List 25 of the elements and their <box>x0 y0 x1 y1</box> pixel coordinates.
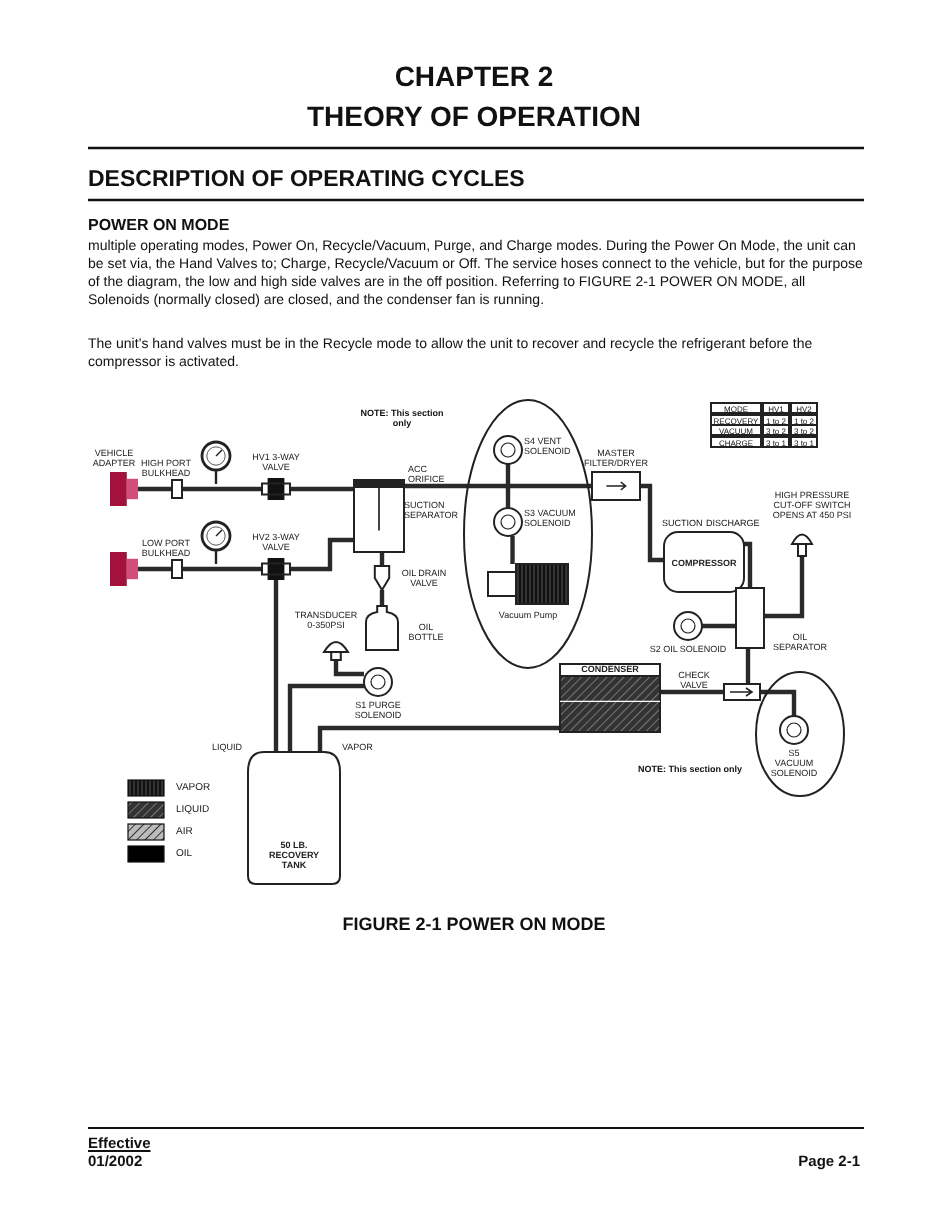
pipe-line <box>273 580 279 752</box>
chapter-heading: CHAPTER 2 <box>392 60 556 92</box>
pipe-line <box>182 486 262 492</box>
pipe-line <box>702 623 736 629</box>
chapter-heading: THEORY OF OPERATION <box>305 100 643 132</box>
pipe-line <box>404 483 592 489</box>
pipe-line <box>290 537 354 572</box>
pipe-line <box>760 689 797 716</box>
section-heading: DESCRIPTION OF OPERATING CYCLES <box>88 168 527 194</box>
pipe-line <box>287 683 364 752</box>
pipe-line <box>640 483 664 563</box>
pipe-line <box>182 566 262 572</box>
pipe-line <box>138 486 172 492</box>
pipe-line <box>745 648 751 684</box>
pipe-line <box>333 660 364 677</box>
pipe-line <box>510 536 515 564</box>
pipe-line <box>290 486 354 492</box>
pipe-line <box>660 689 724 695</box>
figure-caption: FIGURE 2-1 POWER ON MODE <box>340 914 608 934</box>
pipe-line <box>317 725 560 752</box>
subsection-heading: POWER ON MODE <box>88 216 232 234</box>
pipe-line <box>138 566 172 572</box>
pipe-line <box>505 464 511 508</box>
pipe-line <box>764 556 805 619</box>
pipe-line <box>744 541 753 588</box>
